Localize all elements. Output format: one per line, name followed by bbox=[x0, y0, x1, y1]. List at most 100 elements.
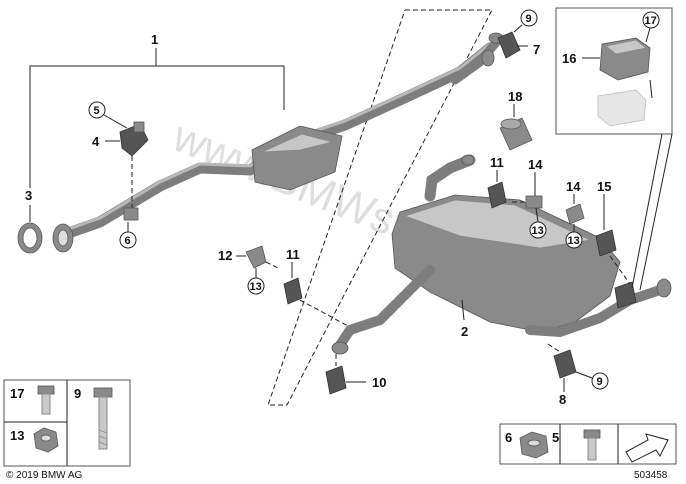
nut-13-icon bbox=[33, 427, 59, 453]
svg-text:13: 13 bbox=[568, 235, 580, 247]
copyright: © 2019 BMW AG bbox=[6, 470, 83, 481]
mount-7-body bbox=[497, 31, 521, 59]
bolt-9-icon bbox=[93, 387, 113, 450]
callout-18: 18 bbox=[508, 89, 522, 104]
svg-text:5: 5 bbox=[94, 105, 100, 117]
callout-11-upper: 11 bbox=[490, 155, 504, 170]
nut-6-icon bbox=[519, 431, 549, 459]
callout-14-upper: 14 bbox=[528, 157, 543, 172]
callout-10: 10 bbox=[372, 375, 386, 390]
legend-right-frame bbox=[499, 423, 677, 465]
left-tail-end bbox=[331, 341, 349, 355]
callout-11-lower: 11 bbox=[286, 247, 300, 262]
callout-6-circle: 6 bbox=[119, 231, 137, 249]
silencer-inlet-end bbox=[461, 154, 475, 166]
detail-link-left bbox=[631, 133, 663, 289]
actuator-16-top bbox=[605, 39, 647, 55]
mount-11-lower-dash bbox=[299, 299, 349, 327]
mount-10-body bbox=[325, 365, 347, 395]
rubber-mount-11-upper[interactable] bbox=[487, 170, 507, 209]
callout-13a-circle: 13 bbox=[247, 277, 265, 295]
silencer-inlet-pipe bbox=[424, 154, 476, 202]
rubber-mount-15[interactable] bbox=[595, 194, 631, 285]
callout-2: 2 bbox=[461, 324, 468, 339]
direction-arrow-icon bbox=[625, 433, 669, 463]
front-outlet-upper bbox=[450, 35, 503, 85]
front-clamp bbox=[481, 49, 495, 67]
svg-text:6: 6 bbox=[125, 235, 131, 247]
svg-text:17: 17 bbox=[645, 15, 657, 27]
callout-9-lower-circle: 9 bbox=[591, 372, 609, 390]
end-cap-top bbox=[500, 118, 522, 130]
pipe-clip bbox=[123, 207, 139, 221]
rubber-mount-10[interactable] bbox=[325, 354, 366, 395]
callout-13b-circle: 13 bbox=[529, 221, 547, 239]
bracket-14-lower[interactable] bbox=[565, 194, 585, 232]
assembly-bracket bbox=[29, 65, 285, 188]
legend-box-left[interactable]: 17 13 9 bbox=[3, 379, 131, 467]
actuator-link bbox=[649, 79, 653, 99]
callout-5-circle: 5 bbox=[88, 101, 106, 119]
callout-13c-circle: 13 bbox=[565, 231, 583, 249]
right-tail-pipe bbox=[525, 285, 665, 338]
callout-8: 8 bbox=[559, 392, 566, 407]
bolt-5-icon bbox=[583, 429, 601, 461]
front-pipe-assembly[interactable] bbox=[29, 32, 504, 253]
front-hanger-bracket[interactable] bbox=[103, 114, 149, 232]
separator-dashed-outline bbox=[267, 9, 493, 406]
leader-5 bbox=[103, 114, 128, 129]
bracket-14-upper-body bbox=[525, 195, 543, 209]
right-tail-end bbox=[656, 278, 672, 298]
left-tail-pipe bbox=[335, 265, 435, 350]
legend-17: 17 bbox=[10, 386, 24, 401]
svg-text:9: 9 bbox=[526, 13, 532, 25]
diagram-number: 503458 bbox=[634, 470, 668, 481]
svg-text:13: 13 bbox=[250, 281, 262, 293]
mount-11-upper-body bbox=[487, 181, 507, 209]
leader-9b bbox=[575, 371, 593, 379]
leader-17 bbox=[645, 27, 651, 43]
bracket-14-upper[interactable] bbox=[512, 172, 543, 223]
mount-15-body bbox=[595, 229, 617, 257]
callout-14-lower: 14 bbox=[566, 179, 581, 194]
leader-2 bbox=[461, 299, 465, 321]
callout-9-upper-circle: 9 bbox=[520, 9, 538, 27]
legend-13: 13 bbox=[10, 428, 24, 443]
end-cap-18[interactable] bbox=[499, 104, 533, 151]
bracket-12-dash bbox=[265, 261, 279, 269]
legend-6: 6 bbox=[505, 430, 512, 445]
gasket-ring-inner bbox=[22, 227, 38, 249]
callout-3: 3 bbox=[25, 188, 32, 203]
callout-1: 1 bbox=[151, 32, 158, 47]
leader-13b bbox=[535, 207, 539, 223]
rear-silencer[interactable] bbox=[331, 154, 672, 355]
callout-17-circle: 17 bbox=[642, 11, 660, 29]
mount-11-lower-body bbox=[283, 277, 303, 305]
callout-5-legend: 5 bbox=[552, 430, 559, 445]
right-flap-valve bbox=[614, 281, 637, 309]
hanger-plate bbox=[133, 121, 145, 133]
svg-text:9: 9 bbox=[597, 376, 603, 388]
callout-12: 12 bbox=[218, 248, 232, 263]
rubber-mount-8[interactable] bbox=[547, 343, 593, 392]
mount-8-body bbox=[553, 349, 577, 379]
svg-text:13: 13 bbox=[532, 225, 544, 237]
rubber-mount-11-lower[interactable] bbox=[283, 262, 349, 327]
legend-9: 9 bbox=[74, 386, 81, 401]
actuator-detail-box[interactable] bbox=[555, 7, 673, 291]
bracket-14-lower-body bbox=[565, 203, 585, 225]
converter-highlight bbox=[261, 133, 334, 153]
rubber-mount-7[interactable] bbox=[497, 24, 528, 59]
bracket-12[interactable] bbox=[236, 245, 279, 278]
ghost-bracket bbox=[597, 89, 647, 127]
callout-4: 4 bbox=[92, 134, 100, 149]
bracket-12-body bbox=[245, 245, 267, 269]
mount-8-dash bbox=[547, 343, 561, 353]
leader-9a bbox=[513, 24, 523, 33]
bolt-17-icon bbox=[37, 385, 55, 415]
callout-15: 15 bbox=[597, 179, 611, 194]
gasket-ring[interactable] bbox=[17, 205, 43, 254]
mount-15-dash bbox=[609, 255, 631, 285]
legend-box-right[interactable]: 6 bbox=[499, 423, 677, 465]
